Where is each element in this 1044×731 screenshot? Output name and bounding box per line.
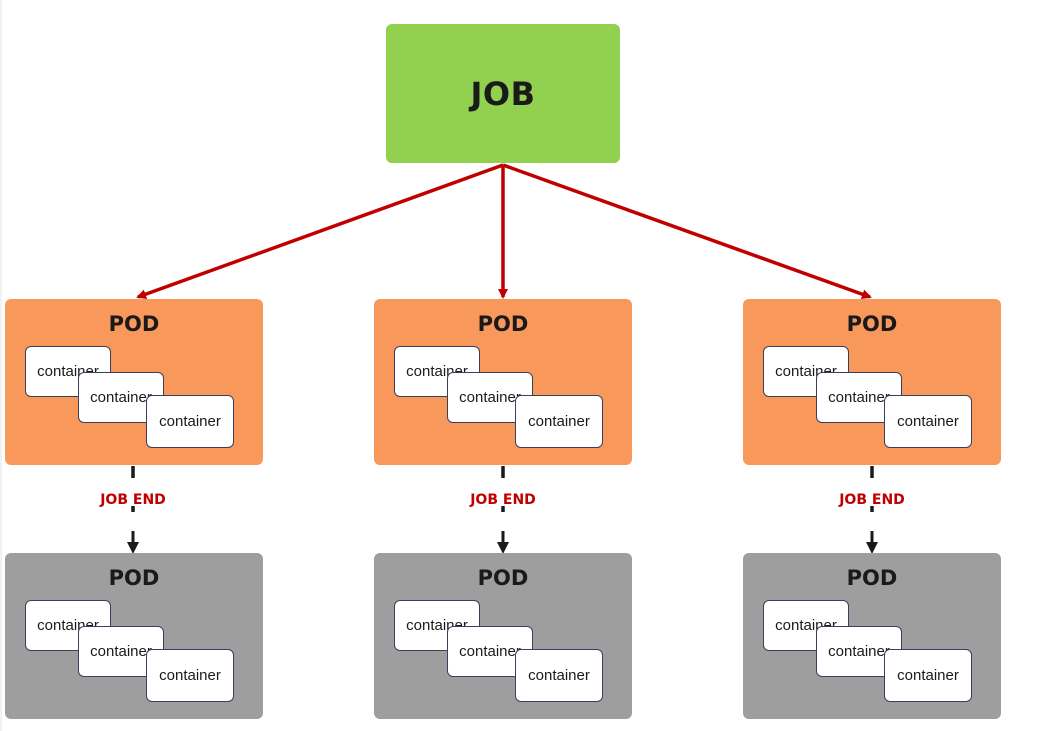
finished-pod-1: POD container container container: [5, 553, 263, 719]
job-end-label-1: JOB END: [100, 492, 166, 508]
running-pod-3: POD container container container: [743, 299, 1001, 465]
container-box: container: [515, 649, 603, 702]
job-to-pod-3-arrow: [502, 163, 872, 299]
container-box: container: [884, 395, 972, 448]
running-pod-1: POD container container container: [5, 299, 263, 465]
left-edge-line: [0, 0, 2, 731]
container-box: container: [515, 395, 603, 448]
job-to-pod-1-arrow: [136, 163, 504, 299]
pod-title: POD: [477, 566, 529, 590]
container-box: container: [146, 395, 234, 448]
pod-title: POD: [477, 312, 529, 336]
container-box: container: [763, 600, 849, 651]
running-pod-2: POD container container container: [374, 299, 632, 465]
job-end-label-3: JOB END: [839, 492, 905, 508]
pod-title: POD: [108, 312, 160, 336]
job-end-label-2: JOB END: [470, 492, 536, 508]
pod-title: POD: [108, 566, 160, 590]
job-label: JOB: [470, 74, 536, 113]
pod-title: POD: [846, 312, 898, 336]
pod-title: POD: [846, 566, 898, 590]
container-box: container: [146, 649, 234, 702]
container-box: container: [884, 649, 972, 702]
job-node: JOB: [386, 24, 620, 163]
finished-pod-3: POD container container container: [743, 553, 1001, 719]
finished-pod-2: POD container container container: [374, 553, 632, 719]
